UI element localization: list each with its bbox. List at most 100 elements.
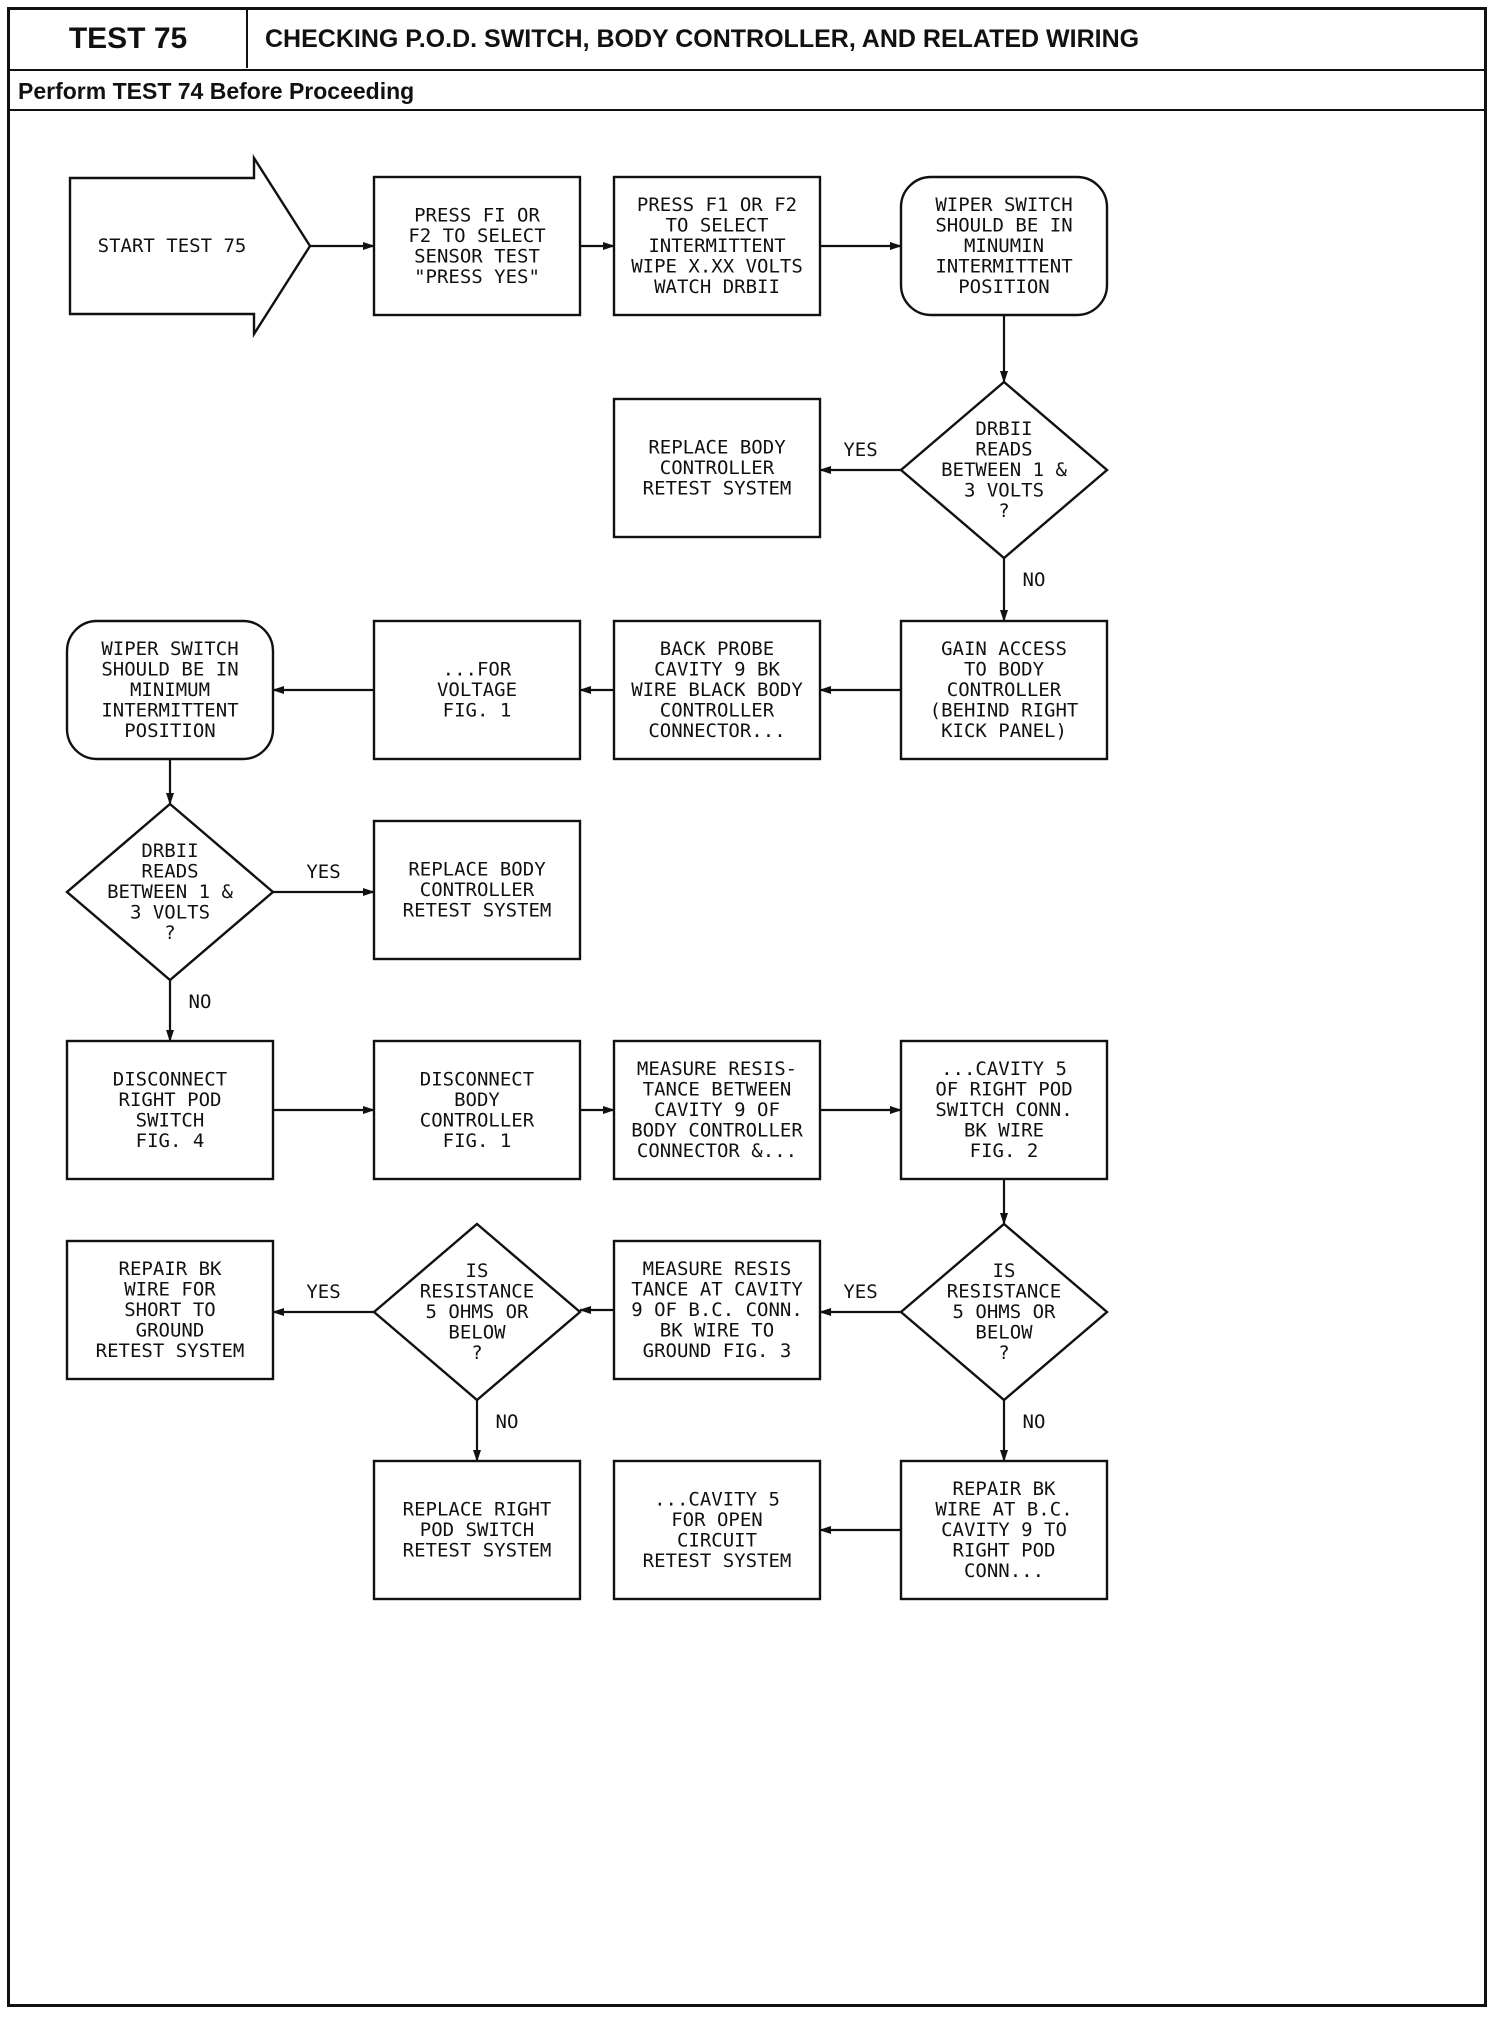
- node-text-n18: RETEST SYSTEM: [643, 1550, 792, 1572]
- node-shape-n9: [372, 819, 582, 961]
- node-text-d2: DRBII: [141, 840, 198, 862]
- node-text-n1: PRESS FI OR: [414, 204, 540, 226]
- node-text-d4: RESISTANCE: [420, 1281, 534, 1303]
- node-text-n1: SENSOR TEST: [414, 245, 540, 267]
- node-text-n8: MINIMUM: [130, 679, 210, 701]
- node-text-d1: READS: [975, 439, 1032, 461]
- node-text-n3: MINUMIN: [964, 235, 1044, 257]
- node-text-n15: RETEST SYSTEM: [96, 1340, 245, 1362]
- node-text-n18: ...CAVITY 5: [654, 1488, 780, 1510]
- node-text-start: START TEST 75: [98, 235, 247, 257]
- node-text-n6: CONNECTOR...: [648, 720, 785, 742]
- node-text-n14: TANCE AT CAVITY: [631, 1279, 803, 1301]
- node-shape-n10: [65, 1039, 275, 1181]
- node-text-n15: REPAIR BK: [119, 1258, 223, 1280]
- node-text-n9: RETEST SYSTEM: [403, 900, 552, 922]
- node-text-n16: RETEST SYSTEM: [403, 1540, 552, 1562]
- node-text-d1: 3 VOLTS: [964, 480, 1044, 502]
- test-title: CHECKING P.O.D. SWITCH, BODY CONTROLLER,…: [265, 24, 1140, 53]
- node-text-n4: RETEST SYSTEM: [643, 478, 792, 500]
- node-text-d4: 5 OHMS OR: [426, 1301, 530, 1323]
- node-text-d2: ?: [164, 922, 175, 944]
- node-shape-n4: [612, 397, 822, 539]
- node-shape-n3: [899, 175, 1109, 317]
- node-text-n1: F2 TO SELECT: [408, 225, 545, 247]
- node-text-n14: GROUND FIG. 3: [643, 1340, 792, 1362]
- node-text-d2: 3 VOLTS: [130, 902, 210, 924]
- node-shape-d4: [372, 1222, 582, 1402]
- node-text-n3: POSITION: [958, 276, 1050, 298]
- node-text-n14: 9 OF B.C. CONN.: [631, 1299, 803, 1321]
- node-text-n16: POD SWITCH: [420, 1519, 534, 1541]
- node-text-n12: TANCE BETWEEN: [643, 1079, 792, 1101]
- node-text-n5: TO BODY: [964, 659, 1045, 681]
- node-text-d2: BETWEEN 1 &: [107, 881, 233, 903]
- node-text-d3: BELOW: [975, 1322, 1033, 1344]
- node-text-n7: ...FOR: [443, 659, 512, 681]
- node-shape-d1: [899, 380, 1109, 560]
- node-text-n5: KICK PANEL): [941, 720, 1067, 742]
- node-text-n8: SHOULD BE IN: [101, 659, 238, 681]
- node-shape-n18: [612, 1459, 822, 1601]
- node-text-n12: MEASURE RESIS-: [637, 1058, 797, 1080]
- node-text-n12: CAVITY 9 OF: [654, 1099, 780, 1121]
- node-text-n18: FOR OPEN: [671, 1509, 763, 1531]
- node-text-n4: REPLACE BODY: [648, 437, 786, 459]
- node-text-n11: CONTROLLER: [420, 1109, 535, 1131]
- node-text-n15: WIRE FOR: [124, 1279, 216, 1301]
- node-text-n7: FIG. 1: [443, 700, 512, 722]
- node-shape-n17: [899, 1459, 1109, 1601]
- edge-label-d3-n17: NO: [1023, 1411, 1046, 1433]
- edge-label-d4-n15: YES: [306, 1281, 340, 1303]
- node-text-n13: SWITCH CONN.: [935, 1099, 1072, 1121]
- node-text-n17: WIRE AT B.C.: [935, 1499, 1072, 1521]
- node-text-n13: BK WIRE: [964, 1120, 1044, 1142]
- node-text-n11: DISCONNECT: [420, 1068, 534, 1090]
- node-shape-n14: [612, 1239, 822, 1381]
- node-text-n11: BODY: [454, 1089, 500, 1111]
- node-shape-n7: [372, 619, 582, 761]
- node-text-d1: DRBII: [975, 418, 1032, 440]
- node-shape-d2: [65, 802, 275, 982]
- edge-label-d2-n9: YES: [306, 861, 340, 883]
- node-text-d3: 5 OHMS OR: [953, 1301, 1057, 1323]
- node-text-n10: RIGHT POD: [119, 1089, 222, 1111]
- node-text-n5: (BEHIND RIGHT: [930, 700, 1079, 722]
- page-frame: [7, 7, 1487, 2007]
- node-shape-d3: [899, 1222, 1109, 1402]
- node-shape-n15: [65, 1239, 275, 1381]
- node-text-n3: INTERMITTENT: [935, 256, 1072, 278]
- node-text-d3: IS: [993, 1260, 1016, 1282]
- node-text-n6: CAVITY 9 BK: [654, 659, 780, 681]
- node-text-n17: RIGHT POD: [953, 1540, 1056, 1562]
- node-text-n17: CONN...: [964, 1560, 1044, 1582]
- edge-label-d2-n10: NO: [189, 991, 212, 1013]
- node-text-n3: SHOULD BE IN: [935, 215, 1072, 237]
- node-start: START TEST 75: [68, 153, 312, 339]
- node-text-d3: RESISTANCE: [947, 1281, 1061, 1303]
- node-text-n8: INTERMITTENT: [101, 700, 238, 722]
- node-text-d3: ?: [998, 1342, 1009, 1364]
- node-text-n8: POSITION: [124, 720, 216, 742]
- node-text-d4: ?: [471, 1342, 482, 1364]
- node-text-n17: REPAIR BK: [953, 1478, 1057, 1500]
- node-text-n1: "PRESS YES": [414, 266, 540, 288]
- node-shape-n13: [899, 1039, 1109, 1181]
- node-text-n13: OF RIGHT POD: [935, 1079, 1072, 1101]
- node-text-n4: CONTROLLER: [660, 457, 775, 479]
